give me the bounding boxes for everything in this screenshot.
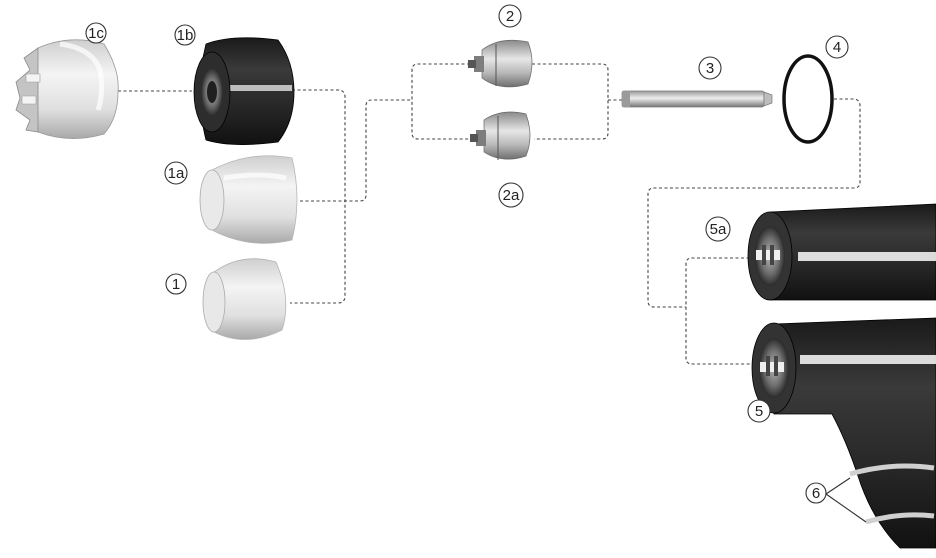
connector-1b-1 (290, 89, 346, 304)
callout-1: 1 (165, 273, 187, 295)
callout-1c: 1c (85, 22, 107, 44)
callout-5: 5 (747, 399, 771, 423)
o-ring-icon (782, 54, 834, 144)
retaining-cap-icon (193, 37, 295, 145)
callout-6: 6 (805, 482, 827, 504)
callout-1b-label: 1b (177, 27, 194, 44)
callout-4-label: 4 (833, 39, 841, 56)
torch-handle-icon (849, 463, 935, 525)
leader-6 (825, 477, 867, 523)
connector-oring-head (647, 98, 861, 308)
callout-2a: 2a (498, 182, 524, 208)
callout-4: 4 (825, 35, 849, 59)
callout-1-label: 1 (172, 276, 180, 293)
torch-head-icon (751, 317, 936, 549)
connector-1a-nozzles (300, 99, 412, 202)
callout-2-label: 2 (506, 8, 514, 25)
callout-1b: 1b (174, 24, 196, 46)
callout-3: 3 (698, 56, 722, 80)
bracket-nozzles (411, 63, 470, 140)
electrode-icon (621, 90, 773, 108)
shield-cup-long-icon (199, 155, 298, 244)
shield-cup-short-icon (202, 258, 287, 340)
bracket-nozzles-right (532, 63, 609, 140)
callout-5a: 5a (705, 216, 731, 242)
callout-1a: 1a (164, 161, 188, 185)
callout-5a-label: 5a (710, 221, 727, 238)
callout-1c-label: 1c (88, 25, 104, 42)
callout-1a-label: 1a (168, 165, 185, 182)
callout-2: 2 (498, 4, 522, 28)
bracket-heads (685, 257, 755, 365)
callout-2a-label: 2a (503, 187, 520, 204)
torch-head-alt-icon (747, 203, 936, 301)
callout-6-label: 6 (812, 485, 820, 502)
connection-lines (118, 63, 861, 365)
nozzle-icon (468, 39, 533, 88)
shield-cap-icon (15, 39, 119, 139)
callout-5-label: 5 (755, 403, 763, 420)
callout-3-label: 3 (706, 60, 714, 77)
nozzle-alt-icon (470, 111, 531, 160)
